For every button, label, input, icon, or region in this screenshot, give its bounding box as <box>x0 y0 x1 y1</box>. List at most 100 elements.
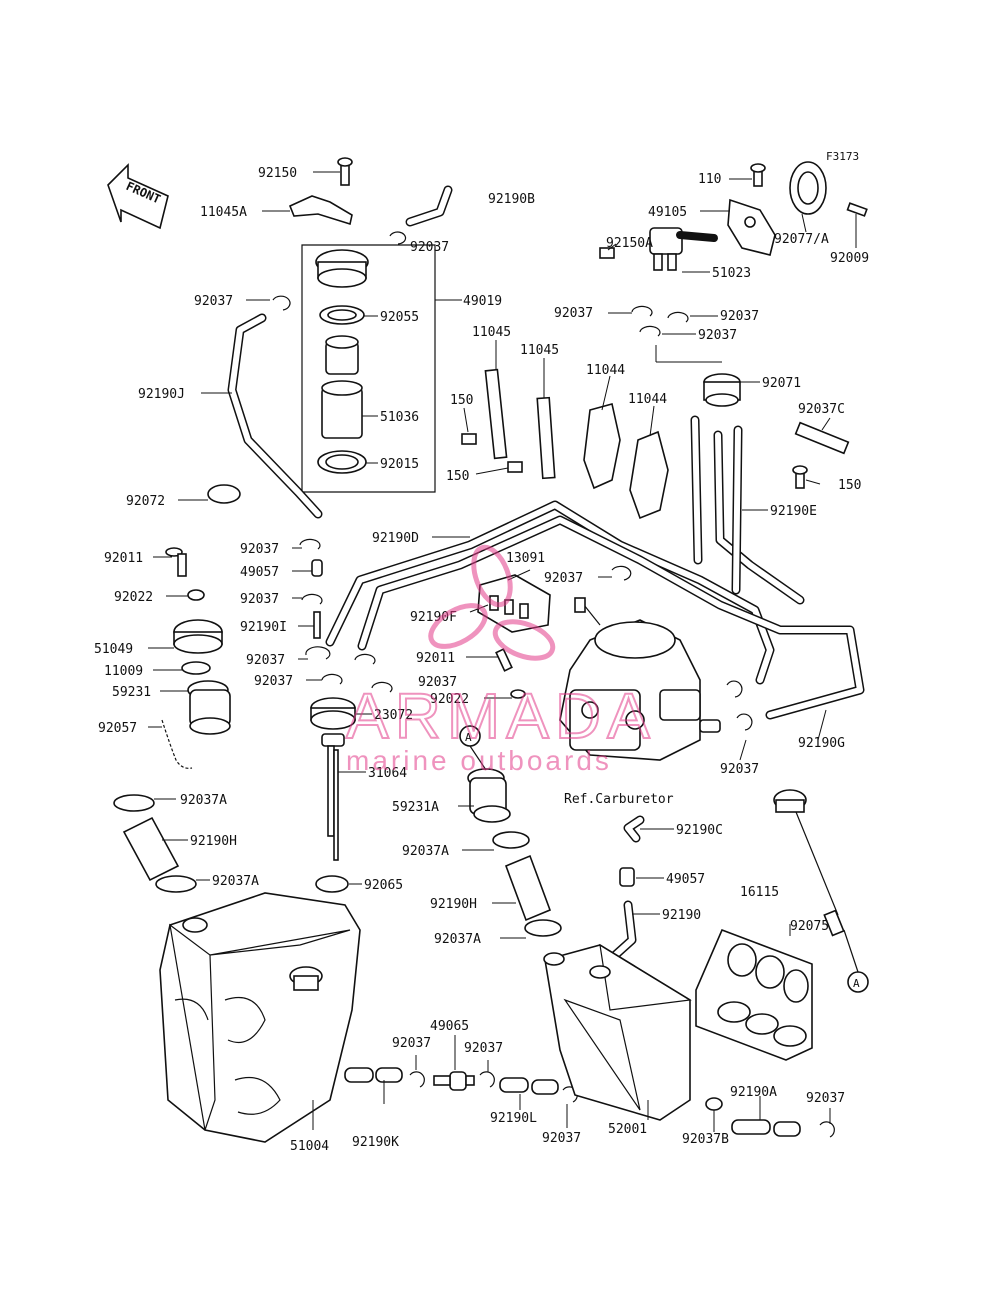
part-label: 92190L <box>490 1111 537 1126</box>
gasket-plate-92075 <box>695 928 813 1061</box>
part-label: 92072 <box>126 494 165 509</box>
front-arrow-icon: FRONT <box>107 163 169 230</box>
armada-watermark: ARMADA marine outboards <box>345 544 656 776</box>
bolt-92011 <box>165 547 187 577</box>
part-label: 23072 <box>374 708 413 723</box>
part-label: 92055 <box>380 310 419 325</box>
part-label: 92150A <box>606 236 653 251</box>
part-label: 59231 <box>112 685 151 700</box>
watermark-tagline: marine outboards <box>346 745 612 776</box>
ref-carburetor-label: Ref.Carburetor <box>564 792 674 807</box>
fuel-gauge-31064 <box>321 733 345 861</box>
bracket-11045a <box>288 157 353 226</box>
part-label: 92057 <box>98 721 137 736</box>
check-valve-49065 <box>433 1071 475 1091</box>
part-label: 92037 <box>806 1091 845 1106</box>
part-label: 59231A <box>392 800 439 815</box>
part-label: 92190H <box>190 834 237 849</box>
part-label: 11009 <box>104 664 143 679</box>
part-label: 92011 <box>416 651 455 666</box>
part-label: 49065 <box>430 1019 469 1034</box>
carburetor <box>559 597 721 761</box>
strap-92057 <box>161 719 193 769</box>
part-label: 92190I <box>240 620 287 635</box>
part-label: 150 <box>450 393 473 408</box>
clamp-92072 <box>207 484 241 504</box>
part-label: 92075 <box>790 919 829 934</box>
part-label: 92037 <box>554 306 593 321</box>
nut-23072 <box>310 697 356 730</box>
part-label: 92077/A <box>774 232 829 247</box>
part-label: 92009 <box>830 251 869 266</box>
part-label: 92011 <box>104 551 143 566</box>
hose-92190h-left <box>122 816 180 882</box>
cable-holder-92077 <box>789 161 827 215</box>
part-label: 49019 <box>463 294 502 309</box>
part-label: 92071 <box>762 376 801 391</box>
part-label: 92190 <box>662 908 701 923</box>
part-label: 51023 <box>712 266 751 281</box>
part-label: 92037B <box>682 1132 729 1147</box>
part-label: 92190G <box>798 736 845 751</box>
part-label: 92037 <box>240 542 279 557</box>
part-label: 92190K <box>352 1135 399 1150</box>
fuel-tank-51004 <box>159 892 361 1143</box>
watermark-brand: ARMADA <box>346 680 656 752</box>
part-label: 150 <box>838 478 861 493</box>
callout-a-dipstick-label: A <box>853 977 860 990</box>
oil-tank-52001 <box>543 943 692 1121</box>
part-label: 92037 <box>720 309 759 324</box>
fuel-filter-assembly <box>315 249 369 474</box>
part-label: 11044 <box>586 363 625 378</box>
part-label: 92190A <box>730 1085 777 1100</box>
part-label: 49105 <box>648 205 687 220</box>
part-label: 92037 <box>194 294 233 309</box>
part-label: 92037A <box>402 844 449 859</box>
part-label: 150 <box>446 469 469 484</box>
part-label: 16115 <box>740 885 779 900</box>
holders-11044 <box>583 403 669 520</box>
part-label: 11044 <box>628 392 667 407</box>
part-label: 92037A <box>434 932 481 947</box>
cap-51049 <box>173 619 223 654</box>
armada-logo-icon <box>428 544 556 661</box>
part-label: 92065 <box>364 878 403 893</box>
part-label: 92022 <box>430 692 469 707</box>
part-label: 92037 <box>418 675 457 690</box>
part-label: 51049 <box>94 642 133 657</box>
part-label: 92037 <box>254 674 293 689</box>
part-label: 92190B <box>488 192 535 207</box>
part-label: 92037 <box>544 571 583 586</box>
callout-a-carb-label: A <box>465 731 472 744</box>
part-label: 92037 <box>410 240 449 255</box>
part-label: 31064 <box>368 766 407 781</box>
mounting-plate-49105 <box>727 198 776 256</box>
part-label: 49057 <box>666 872 705 887</box>
part-label: 110 <box>698 172 721 187</box>
part-label: 92190H <box>430 897 477 912</box>
part-label: 92190C <box>676 823 723 838</box>
part-label: 49057 <box>240 565 279 580</box>
part-label: 52001 <box>608 1122 647 1137</box>
part-label: 92037 <box>246 653 285 668</box>
part-label: 92015 <box>380 457 419 472</box>
part-label: 92190J <box>138 387 185 402</box>
part-label: 51036 <box>380 410 419 425</box>
part-label: 92037 <box>720 762 759 777</box>
part-label: 92037 <box>240 592 279 607</box>
straps-11045 <box>484 368 556 480</box>
part-label: 92150 <box>258 166 297 181</box>
leader-lines <box>148 171 857 1132</box>
filler-neck-59231 <box>187 680 231 735</box>
part-number-labels: 92150 11045A 92190B 92037 49019 92055 51036 920… <box>94 166 869 1154</box>
figure-code: F3173 <box>826 150 859 163</box>
part-label: 92037 <box>392 1036 431 1051</box>
part-label: 92190D <box>372 531 419 546</box>
filter-assembly-frame <box>301 244 436 493</box>
fuel-tap-51023 <box>649 227 718 271</box>
part-label: 11045A <box>200 205 247 220</box>
part-label: 92037C <box>798 402 845 417</box>
filler-cap-92071 <box>703 373 741 407</box>
